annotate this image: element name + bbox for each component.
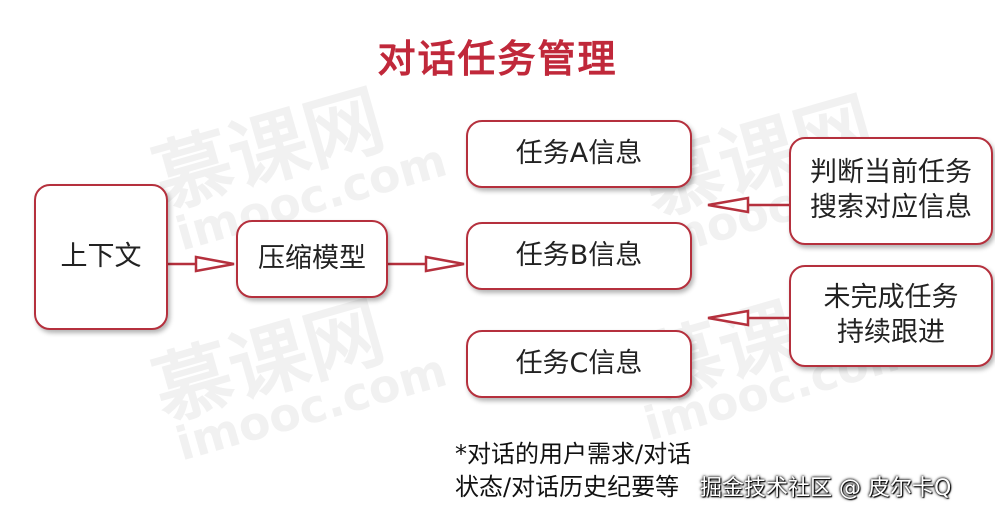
node-task-c: 任务C信息 <box>466 330 692 398</box>
node-compress-model: 压缩模型 <box>236 220 388 298</box>
arrowhead-context-to-compress <box>194 255 235 273</box>
footnote: *对话的用户需求/对话 状态/对话历史纪要等 <box>455 438 691 504</box>
credit-watermark: 掘金技术社区 @ 皮尔卡Q <box>700 476 952 501</box>
node-context: 上下文 <box>34 184 168 330</box>
node-task-a: 任务A信息 <box>466 120 692 188</box>
footnote-line-2: 状态/对话历史纪要等 <box>455 473 680 502</box>
node-judge: 判断当前任务 搜索对应信息 <box>789 137 993 245</box>
node-unfinished-line-1: 未完成任务 <box>823 282 959 314</box>
node-unfinished: 未完成任务 持续跟进 <box>789 265 993 367</box>
node-context-label: 上下文 <box>60 240 142 272</box>
node-task-c-label: 任务C信息 <box>515 347 643 379</box>
arrowhead-judge-to-tasks <box>707 196 750 214</box>
arrowhead-compress-to-taskb <box>424 255 465 273</box>
node-task-a-label: 任务A信息 <box>515 137 643 169</box>
node-unfinished-line-2: 持续跟进 <box>837 317 945 348</box>
node-judge-line-2: 搜索对应信息 <box>810 192 972 223</box>
arrowhead-unfinished-to-tasks <box>707 309 750 327</box>
node-compress-model-label: 压缩模型 <box>258 242 366 274</box>
node-task-b-label: 任务B信息 <box>515 239 643 271</box>
footnote-line-1: *对话的用户需求/对话 <box>455 440 692 468</box>
node-judge-line-1: 判断当前任务 <box>810 157 972 189</box>
node-task-b: 任务B信息 <box>466 222 692 290</box>
page-title: 对话任务管理 <box>377 37 618 81</box>
